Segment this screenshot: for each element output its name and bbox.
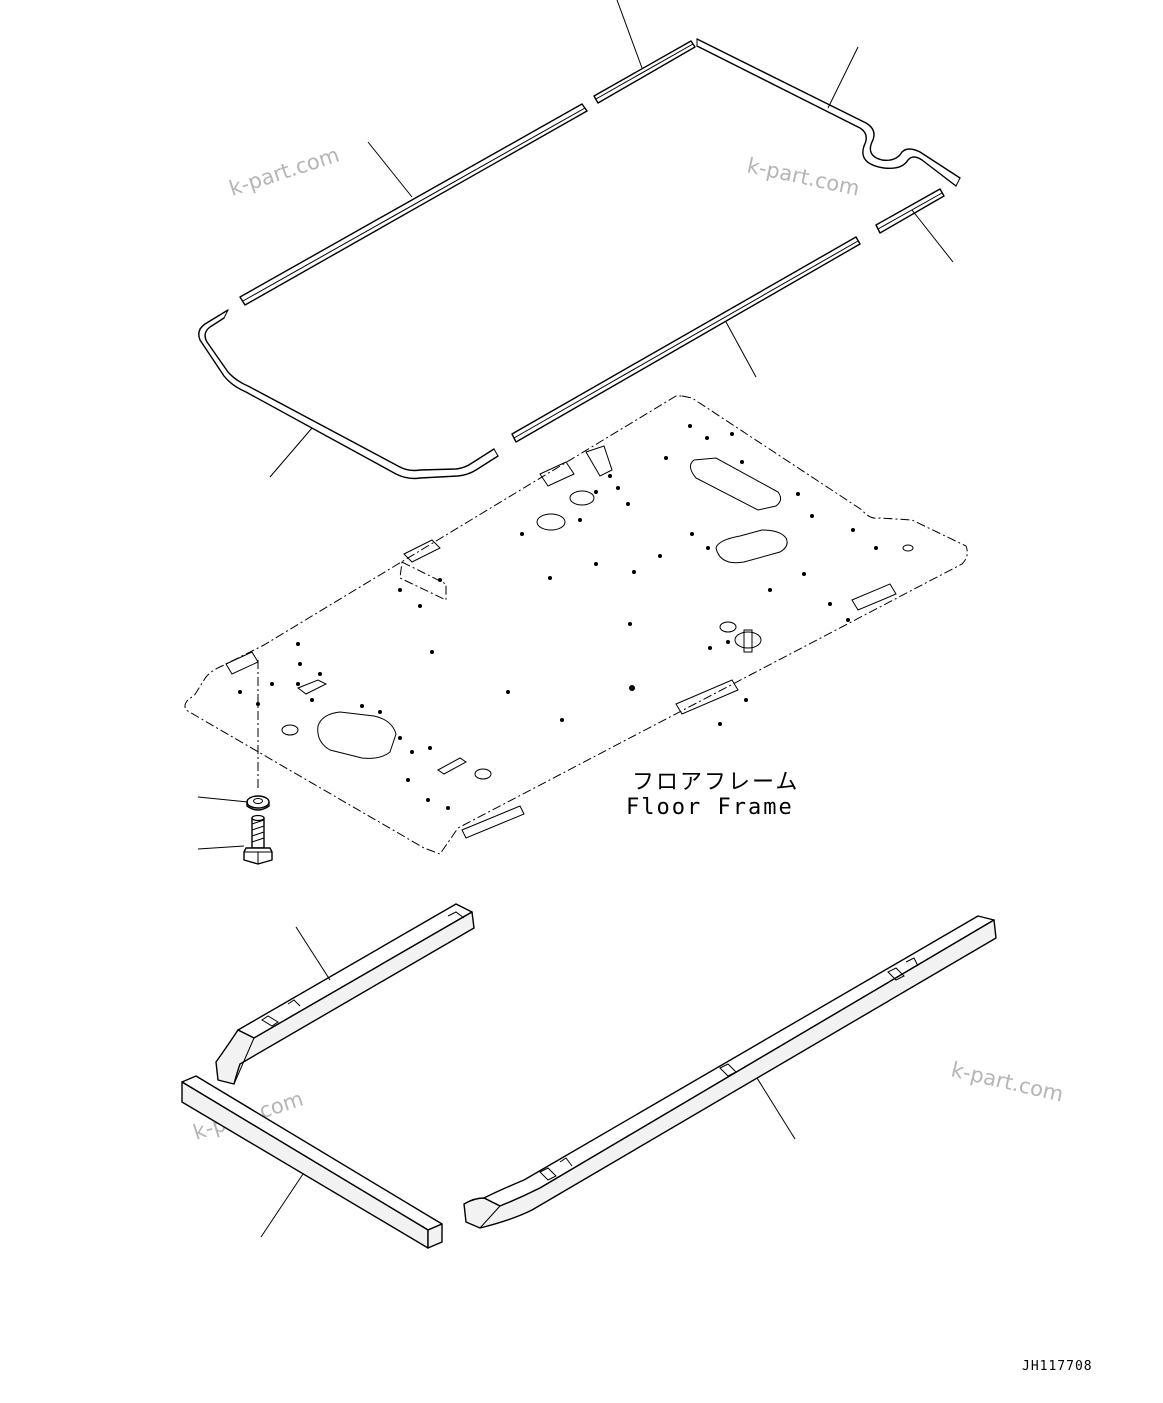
frame-stud xyxy=(743,629,753,653)
leader-line xyxy=(616,0,643,69)
leader-line xyxy=(260,1173,304,1238)
frame-bracket xyxy=(225,651,259,675)
frame-cutout xyxy=(715,529,788,564)
frame-hole xyxy=(281,724,299,736)
drawing-code: JH117708 xyxy=(1022,1359,1093,1374)
rail-right-long xyxy=(463,915,997,1229)
seal-strip-top-middle xyxy=(593,40,696,104)
seal-strip-top-right xyxy=(696,38,961,187)
frame-bracket xyxy=(403,539,441,563)
washer xyxy=(246,795,270,811)
seal-strip-bottom-long xyxy=(511,236,861,443)
watermark: k-part.com xyxy=(226,143,342,201)
rail-left-short xyxy=(215,903,475,1085)
leader-line xyxy=(197,845,245,850)
leader-line xyxy=(827,46,859,109)
seal-strip-bottom-left-bent xyxy=(198,309,499,480)
seal-strip-top-left xyxy=(239,103,588,306)
floor-frame-plate xyxy=(184,395,968,855)
seal-strip-right-short xyxy=(875,188,945,234)
frame-bracket xyxy=(461,805,525,839)
frame-hole xyxy=(474,768,492,780)
leader-line xyxy=(269,427,313,478)
floor-frame-label-en: Floor Frame xyxy=(626,795,794,820)
leader-line xyxy=(725,321,757,378)
frame-cutout xyxy=(437,757,467,775)
leader-line xyxy=(367,141,413,198)
frame-hole xyxy=(734,631,762,649)
frame-bracket xyxy=(539,461,575,487)
frame-hole xyxy=(902,544,914,552)
watermark: k-part.com xyxy=(745,153,862,200)
frame-bracket xyxy=(675,679,739,715)
leader-line xyxy=(197,796,249,803)
frame-bracket xyxy=(851,583,897,611)
hex-bolt xyxy=(243,814,273,865)
frame-bolt-holes xyxy=(238,424,878,810)
frame-cutout xyxy=(690,457,782,511)
floor-frame-label-jp: フロアフレーム xyxy=(632,770,799,795)
beam-front-straight xyxy=(181,1075,443,1249)
frame-hole xyxy=(569,490,595,506)
watermark: k-part.com xyxy=(949,1057,1066,1106)
frame-bracket xyxy=(585,445,613,477)
frame-cutout xyxy=(296,679,328,695)
leader-line xyxy=(295,926,331,981)
leader-line xyxy=(911,209,954,263)
frame-hole xyxy=(536,513,566,531)
leader-line xyxy=(756,1077,796,1140)
frame-hole xyxy=(719,621,737,633)
frame-cutout xyxy=(317,711,397,759)
